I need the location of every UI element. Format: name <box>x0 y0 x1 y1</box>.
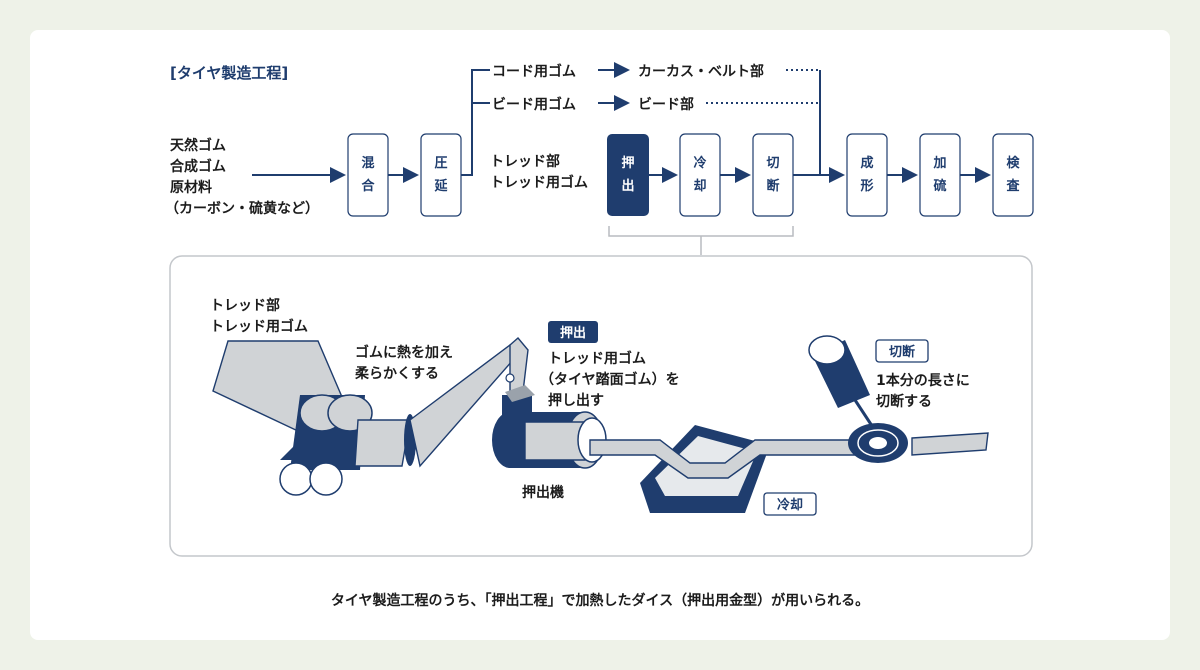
svg-text:天然ゴム: 天然ゴム <box>170 137 226 154</box>
step-mix: 混 合 <box>347 133 389 217</box>
extrude-description: トレッド用ゴム （タイヤ踏面ゴム）を 押し出す <box>540 350 680 409</box>
extruder-label: 押出機 <box>522 484 564 501</box>
cut-badge <box>875 339 929 363</box>
detail-heat-label: ゴムに熱を加え 柔らかくする <box>354 344 453 382</box>
svg-text:形: 形 <box>860 179 873 194</box>
cool-badge <box>763 492 817 516</box>
svg-text:切断: 切断 <box>889 344 915 360</box>
svg-text:合: 合 <box>361 178 375 194</box>
svg-text:却: 却 <box>693 178 706 194</box>
svg-text:出: 出 <box>621 178 634 194</box>
cutter-illustration <box>808 335 989 463</box>
svg-text:トレッド用ゴム: トレッド用ゴム <box>210 318 308 335</box>
extrude-badge <box>548 321 598 343</box>
svg-text:切: 切 <box>766 156 779 171</box>
step-cut: 切 断 <box>752 133 794 217</box>
rubber-sheet-illustration <box>212 340 522 496</box>
svg-text:トレッド用ゴム: トレッド用ゴム <box>548 350 646 367</box>
detail-bracket <box>608 226 794 255</box>
svg-text:原材料: 原材料 <box>170 179 212 196</box>
branch-line <box>461 69 490 176</box>
cooling-bath-illustration <box>589 425 861 513</box>
svg-text:押出: 押出 <box>560 325 586 341</box>
svg-text:延: 延 <box>433 178 448 194</box>
step-inspect: 検 査 <box>992 133 1034 217</box>
diagram-title: [タイヤ製造工程] <box>170 64 288 82</box>
step-press: 圧 延 <box>420 133 462 217</box>
detail-tread-label: トレッド部 トレッド用ゴム <box>210 297 308 335</box>
caption: タイヤ製造工程のうち、「押出工程」で加熱したダイス（押出用金型）が用いられる。 <box>331 592 869 609</box>
svg-text:（タイヤ踏面ゴム）を: （タイヤ踏面ゴム）を <box>540 371 680 388</box>
svg-text:冷: 冷 <box>693 155 706 171</box>
svg-text:硫: 硫 <box>933 178 946 194</box>
cord-rubber-label: コード用ゴム <box>492 63 576 80</box>
svg-text:査: 査 <box>1005 178 1020 194</box>
materials-label: 天然ゴム 合成ゴム 原材料 （カーボン・硫黄など） <box>165 137 319 217</box>
svg-text:トレッド部: トレッド部 <box>210 297 280 314</box>
cut-description: 1本分の長さに 切断する <box>876 372 970 410</box>
step-extrude: 押 出 <box>607 134 649 216</box>
svg-text:成: 成 <box>860 155 873 171</box>
svg-text:1本分の長さに: 1本分の長さに <box>876 372 970 389</box>
svg-text:（カーボン・硫黄など）: （カーボン・硫黄など） <box>165 200 319 217</box>
step-vulcanize: 加 硫 <box>919 133 961 217</box>
svg-text:切断する: 切断する <box>876 393 932 410</box>
svg-text:押: 押 <box>621 155 634 171</box>
carcass-belt-label: カーカス・ベルト部 <box>638 63 764 80</box>
svg-text:断: 断 <box>766 178 779 194</box>
svg-text:トレッド部: トレッド部 <box>490 153 560 170</box>
svg-text:ゴムに熱を加え: ゴムに熱を加え <box>355 344 453 361</box>
extruder-illustration <box>492 337 607 469</box>
step-cool: 冷 却 <box>679 133 721 217</box>
detail-panel <box>169 255 1033 557</box>
svg-text:冷却: 冷却 <box>777 497 803 513</box>
svg-text:混: 混 <box>361 156 374 171</box>
svg-text:合成ゴム: 合成ゴム <box>170 158 226 175</box>
svg-text:検: 検 <box>1006 155 1020 171</box>
svg-text:トレッド用ゴム: トレッド用ゴム <box>490 174 588 191</box>
svg-text:圧: 圧 <box>434 156 447 171</box>
tread-label: トレッド部 トレッド用ゴム <box>490 153 588 191</box>
svg-text:加: 加 <box>932 156 946 171</box>
step-form: 成 形 <box>846 133 888 217</box>
svg-text:柔らかくする: 柔らかくする <box>354 366 439 382</box>
svg-text:押し出す: 押し出す <box>548 392 604 409</box>
bead-part-label: ビード部 <box>638 96 694 113</box>
bead-rubber-label: ビード用ゴム <box>492 96 576 113</box>
